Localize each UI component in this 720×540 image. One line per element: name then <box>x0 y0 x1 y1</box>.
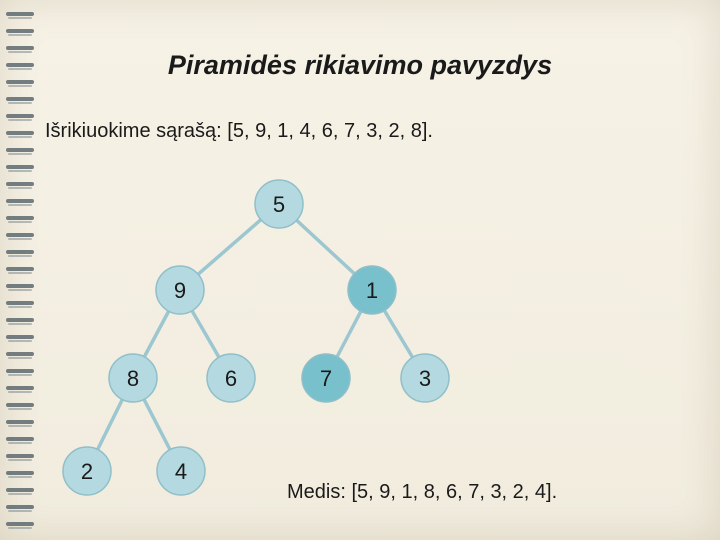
tree-node-5: 5 <box>254 179 304 229</box>
tree-node-circle <box>254 179 304 229</box>
tree-node-6: 6 <box>206 353 256 403</box>
tree-node-circle <box>400 353 450 403</box>
tree-node-label: 9 <box>174 278 186 303</box>
tree-node-7: 7 <box>301 353 351 403</box>
tree-node-2: 2 <box>62 446 112 496</box>
tree-node-label: 3 <box>419 366 431 391</box>
result-text: Medis: [5, 9, 1, 8, 6, 7, 3, 2, 4]. <box>287 481 558 503</box>
tree-node-9: 9 <box>155 265 205 315</box>
tree-node-circle <box>347 265 397 315</box>
tree-node-3: 3 <box>400 353 450 403</box>
tree-node-label: 1 <box>366 278 378 303</box>
tree-node-1: 1 <box>347 265 397 315</box>
tree-node-circle <box>108 353 158 403</box>
tree-node-label: 5 <box>273 192 285 217</box>
tree-node-8: 8 <box>108 353 158 403</box>
intro-text: Išrikiuokime sąrašą: [5, 9, 1, 4, 6, 7, … <box>45 120 433 142</box>
tree-node-circle <box>155 265 205 315</box>
page-title: Piramidės rikiavimo pavyzdys <box>167 50 553 80</box>
tree-node-label: 2 <box>81 459 93 484</box>
tree-node-circle <box>62 446 112 496</box>
tree-node-label: 6 <box>225 366 237 391</box>
tree-node-label: 7 <box>320 366 332 391</box>
tree-edges <box>85 202 427 472</box>
notebook-binding <box>6 12 34 529</box>
tree-node-circle <box>206 353 256 403</box>
tree-node-circle <box>156 446 206 496</box>
tree-node-4: 4 <box>156 446 206 496</box>
tree-node-label: 8 <box>127 366 139 391</box>
tree-node-circle <box>301 353 351 403</box>
tree-nodes: 5 9 1 8 6 7 3 2 4 <box>62 179 450 496</box>
tree-node-label: 4 <box>175 459 187 484</box>
